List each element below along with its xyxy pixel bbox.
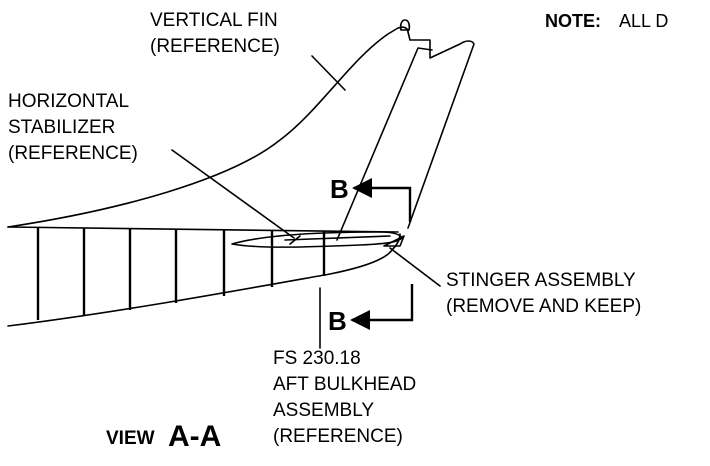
- section-b-bottom-marker: B: [328, 284, 414, 336]
- horizontal-stabilizer-label-line2: STABILIZER: [8, 117, 115, 138]
- bulkhead-label-line3: ASSEMBLY: [273, 400, 374, 421]
- horizontal-stabilizer-label-line3: (REFERENCE): [8, 143, 138, 164]
- vertical-fin-label-line1: VERTICAL FIN: [150, 10, 278, 31]
- bulkhead-label-line2: AFT BULKHEAD: [273, 374, 416, 395]
- bulkhead-frames: [36, 228, 326, 320]
- vertical-fin-outline: [7, 19, 475, 241]
- note-text: ALL D: [619, 11, 668, 31]
- section-b-top-marker: B: [330, 174, 412, 222]
- stinger-assembly-shape: [383, 235, 405, 247]
- horizontal-stabilizer-label-line1: HORIZONTAL: [8, 91, 129, 112]
- view-name: A-A: [168, 420, 221, 453]
- bulkhead-label-line4: (REFERENCE): [273, 426, 403, 447]
- leader-lines: [171, 55, 441, 349]
- stinger-label-line1: STINGER ASSEMBLY: [446, 270, 636, 291]
- note-label: NOTE:: [545, 11, 601, 31]
- vertical-fin-label-line2: (REFERENCE): [150, 36, 280, 57]
- stinger-label-line2: (REMOVE AND KEEP): [446, 296, 641, 317]
- section-b-top-label: B: [330, 174, 349, 204]
- section-b-bottom-label: B: [328, 306, 347, 336]
- view-prefix: VIEW: [106, 428, 155, 449]
- bulkhead-label-line1: FS 230.18: [273, 348, 361, 369]
- horizontal-stabilizer-shape: [231, 231, 403, 248]
